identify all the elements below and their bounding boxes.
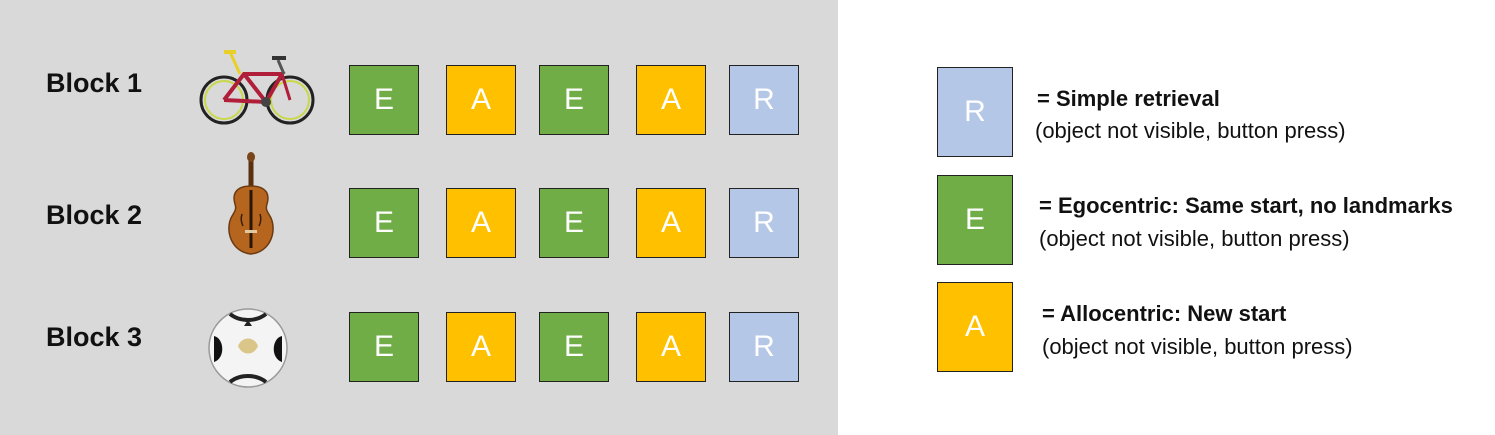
trial-egocentric-square: E <box>349 312 419 382</box>
legend-retrieval-square: R <box>937 67 1013 157</box>
trial-egocentric-square: E <box>349 65 419 135</box>
blocks-panel: Block 1 Block 2 Block 3 E <box>0 0 838 435</box>
trial-egocentric-square: E <box>349 188 419 258</box>
legend-allocentric-desc: (object not visible, button press) <box>1042 334 1353 359</box>
trial-allocentric-square: A <box>636 312 706 382</box>
soccer-ball-icon <box>208 308 288 388</box>
legend-allocentric-square: A <box>937 282 1013 372</box>
legend-allocentric-title: = Allocentric: New start <box>1042 301 1287 326</box>
violin-icon <box>228 152 274 255</box>
legend-retrieval-desc: (object not visible, button press) <box>1035 118 1346 143</box>
trial-allocentric-square: A <box>446 312 516 382</box>
trial-retrieval-square: R <box>729 188 799 258</box>
legend-egocentric-title: = Egocentric: Same start, no landmarks <box>1039 193 1453 218</box>
trial-egocentric-square: E <box>539 312 609 382</box>
block-2-label: Block 2 <box>46 200 143 230</box>
legend-egocentric-square: E <box>937 175 1013 265</box>
trial-allocentric-square: A <box>446 65 516 135</box>
trial-retrieval-square: R <box>729 65 799 135</box>
legend-retrieval-title: = Simple retrieval <box>1037 86 1220 111</box>
trial-egocentric-square: E <box>539 65 609 135</box>
trial-retrieval-square: R <box>729 312 799 382</box>
block-3-label: Block 3 <box>46 322 143 352</box>
trial-allocentric-square: A <box>636 65 706 135</box>
trial-allocentric-square: A <box>636 188 706 258</box>
trial-egocentric-square: E <box>539 188 609 258</box>
block-1-label: Block 1 <box>46 68 143 98</box>
legend-egocentric-desc: (object not visible, button press) <box>1039 226 1350 251</box>
bicycle-icon <box>199 50 315 125</box>
trial-allocentric-square: A <box>446 188 516 258</box>
